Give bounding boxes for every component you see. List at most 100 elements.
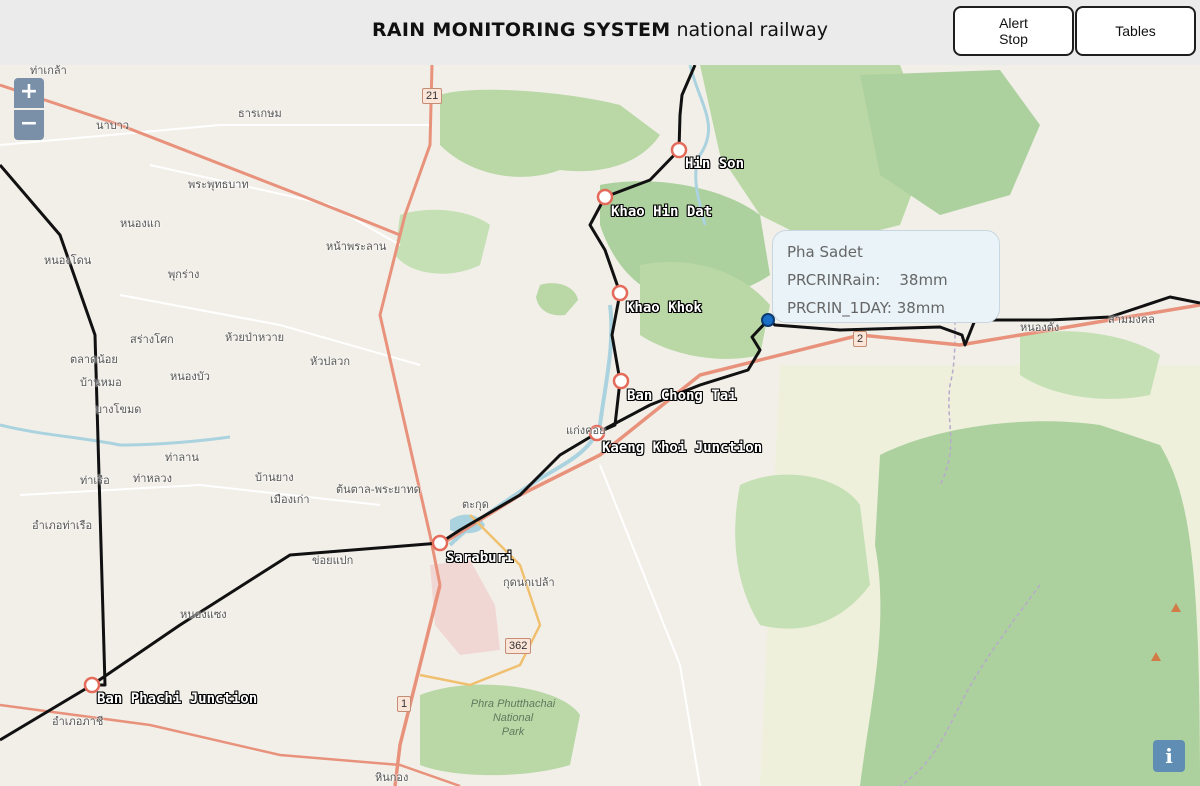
place-label: ตลาดน้อย — [70, 353, 118, 366]
place-label: บ้านหมอ — [80, 376, 122, 389]
place-label: อำเภอท่าเรือ — [32, 519, 93, 532]
place-label: พระพุทธบาท — [188, 178, 249, 191]
forest-far-east — [1020, 331, 1160, 399]
forest-middle — [735, 474, 870, 629]
railway-north-line — [0, 164, 107, 687]
place-label: หนองบัว — [170, 370, 210, 383]
minor-road — [19, 483, 381, 506]
app-title: RAIN MONITORING SYSTEM national railway — [0, 19, 1200, 41]
place-label: ท่าหลวง — [133, 472, 172, 485]
place-label: ท่าเกล้า — [30, 65, 67, 77]
app-title-main: RAIN MONITORING SYSTEM — [372, 19, 671, 41]
zoom-in-button[interactable]: + — [14, 78, 44, 108]
place-label: อำเภอภาชี — [52, 715, 104, 728]
road-south — [0, 703, 461, 786]
place-label: หนองแซง — [180, 608, 227, 621]
forest-phra-phutthachai — [420, 684, 580, 776]
station-markers — [83, 141, 688, 694]
station-marker-pha-sadet[interactable] — [761, 313, 775, 327]
station-label-khao-khok[interactable]: Khao Khok — [626, 300, 702, 316]
tables-button-label: Tables — [1115, 23, 1156, 39]
alert-stop-label-1: Alert — [999, 15, 1028, 31]
minor-road — [119, 294, 421, 366]
forest-patch — [536, 283, 578, 316]
road-shield-21: 21 — [422, 88, 443, 104]
station-marker-ban-chong-tai[interactable] — [612, 372, 630, 390]
urban-saraburi — [430, 560, 500, 655]
place-label: กุดนกเปล้า — [503, 576, 555, 589]
river-north — [688, 65, 710, 226]
station-label-hin-son[interactable]: Hin Son — [685, 156, 745, 172]
railway-northeast-line — [439, 318, 770, 545]
park-label-line1: Phra Phutthachai — [470, 698, 556, 710]
popup-day-label: PRCRIN_1DAY: — [787, 299, 892, 317]
minor-road — [149, 164, 401, 246]
place-label: บางโขมด — [95, 403, 142, 416]
place-label: บ้านยาง — [255, 471, 294, 484]
peak-icon — [1151, 652, 1161, 661]
place-label: หน้าพระลาน — [326, 240, 387, 253]
station-marker-ban-phachi[interactable] — [83, 676, 101, 694]
place-label: แก่งคอย — [566, 424, 606, 437]
app-header: RAIN MONITORING SYSTEM national railway … — [0, 0, 1200, 65]
info-button[interactable]: i — [1153, 740, 1185, 772]
minor-road — [0, 124, 430, 146]
popup-day-value: 38mm — [896, 299, 946, 317]
place-label: สามมงคล — [1108, 313, 1155, 326]
place-label: หัวปลวก — [310, 355, 350, 368]
alert-stop-label-2: Stop — [999, 31, 1028, 47]
peak-icon — [1171, 603, 1181, 612]
place-label: ห้วยป่าหวาย — [225, 331, 285, 344]
map-base-layer — [0, 65, 1200, 786]
station-marker-kaeng-khoi[interactable] — [588, 424, 606, 442]
place-label: หนองตัง — [1020, 321, 1060, 334]
station-label-khao-hin-dat[interactable]: Khao Hin Dat — [611, 204, 713, 220]
station-label-ban-phachi[interactable]: Ban Phachi Junction — [97, 691, 258, 707]
minor-road — [599, 464, 701, 786]
popup-rain-value: 38mm — [899, 271, 948, 289]
station-label-kaeng-khoi[interactable]: Kaeng Khoi Junction — [602, 440, 763, 456]
park-label-line3: Park — [501, 726, 525, 738]
forest-khao-khok — [640, 261, 770, 359]
place-label: นาบาว — [96, 119, 130, 132]
zoom-out-button[interactable]: − — [14, 110, 44, 140]
road-21 — [0, 83, 442, 586]
place-label: สร่างโศก — [130, 333, 174, 346]
station-marker-khao-hin-dat[interactable] — [596, 188, 614, 206]
boundary-line-2 — [899, 584, 1041, 786]
road-shield-2: 2 — [853, 331, 868, 347]
park-label-line2: National — [492, 712, 534, 724]
place-label: ธารเกษม — [238, 107, 282, 120]
station-marker-khao-khok[interactable] — [611, 284, 629, 302]
popup-rain-label: PRCRINRain: — [787, 271, 881, 289]
forest-north — [440, 89, 660, 177]
popup-station-name: Pha Sadet — [787, 243, 863, 261]
alert-stop-button[interactable]: Alert Stop — [953, 6, 1074, 56]
station-marker-hin-son[interactable] — [670, 141, 688, 159]
station-label-ban-chong-tai[interactable]: Ban Chong Tai — [627, 388, 737, 404]
forest-west — [395, 209, 490, 274]
road-shield-362: 362 — [505, 638, 532, 654]
place-label: ตะกุด — [462, 498, 489, 511]
forest-east — [860, 70, 1040, 215]
place-label: ข่อยแปก — [312, 554, 354, 567]
map-view[interactable]: 21 2 362 1 ท่าเกล้า นาบาว ธารเกษม พระพุท… — [0, 65, 1200, 786]
place-label: เมืองเก่า — [270, 493, 310, 506]
park-label: Phra Phutthachai National Park — [458, 697, 568, 739]
place-label: หินกอง — [375, 771, 409, 784]
station-marker-saraburi[interactable] — [431, 534, 449, 552]
road-2 — [439, 303, 1200, 547]
station-popup: Pha Sadet PRCRINRain: 38mm PRCRIN_1DAY: … — [772, 230, 1000, 323]
road-shield-1: 1 — [397, 696, 412, 712]
tables-button[interactable]: Tables — [1075, 6, 1196, 56]
station-label-saraburi[interactable]: Saraburi — [446, 550, 514, 566]
railway-east-line — [767, 295, 1200, 347]
place-label: หนองโดน — [44, 254, 92, 267]
place-label: ท่าลาน — [165, 451, 199, 464]
app-title-sub: national railway — [676, 19, 828, 41]
popup-day-row: PRCRIN_1DAY: 38mm — [787, 294, 999, 322]
river-west — [0, 423, 231, 447]
place-label: หนองแก — [120, 217, 161, 230]
popup-rain-row: PRCRINRain: 38mm — [787, 266, 999, 294]
place-label: พุกร่าง — [168, 268, 200, 281]
